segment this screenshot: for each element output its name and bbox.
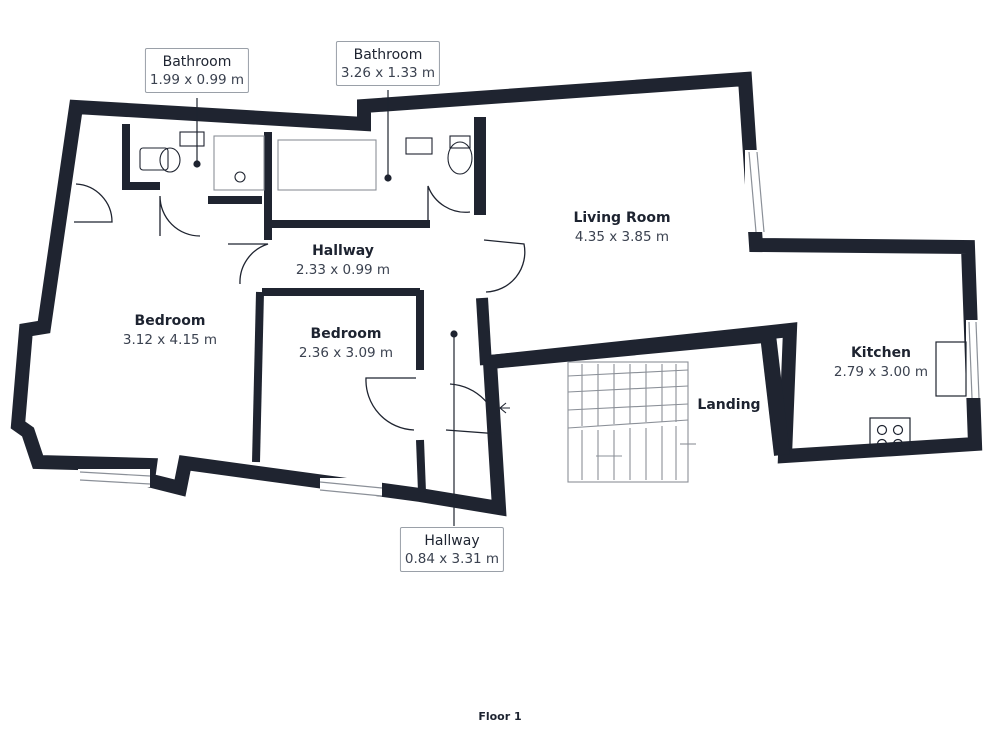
room-name: Landing (697, 397, 761, 413)
room-label-living-room: Living Room 4.35 x 3.85 m (573, 209, 670, 247)
room-dims: 1.99 x 0.99 m (149, 72, 245, 88)
room-label-bedroom-small: Bedroom 2.36 x 3.09 m (299, 325, 393, 363)
bathroom-fixtures (139, 131, 473, 191)
room-name: Kitchen (850, 345, 912, 361)
callout-hallway-lower: Hallway 0.84 x 3.31 m (399, 527, 505, 572)
outer-walls (10, 71, 983, 517)
room-dims: 4.35 x 3.85 m (574, 229, 670, 245)
kitchen-fixtures (869, 341, 967, 455)
room-dims: 2.79 x 3.00 m (833, 364, 929, 380)
room-dims: 3.26 x 1.33 m (340, 65, 436, 81)
callout-bathroom-small: Bathroom 1.99 x 0.99 m (144, 48, 250, 93)
room-name: Hallway (424, 533, 480, 549)
room-dims: 2.33 x 0.99 m (295, 262, 391, 278)
inner-walls (122, 117, 790, 493)
room-name: Bathroom (353, 47, 423, 63)
callout-leaders (193, 90, 458, 526)
windows (78, 150, 982, 497)
callout-bathroom-main: Bathroom 3.26 x 1.33 m (335, 41, 441, 86)
room-label-landing: Landing (697, 396, 760, 414)
room-dims: 0.84 x 3.31 m (404, 551, 500, 567)
room-label-hallway-upper: Hallway 2.33 x 0.99 m (296, 242, 390, 280)
room-dims: 2.36 x 3.09 m (298, 345, 394, 361)
floor-label: Floor 1 (478, 710, 522, 723)
room-name: Bedroom (310, 326, 382, 342)
doors (74, 183, 526, 435)
staircase (499, 361, 696, 483)
room-dims: 3.12 x 4.15 m (122, 332, 218, 348)
room-label-kitchen: Kitchen 2.79 x 3.00 m (834, 344, 928, 382)
room-name: Hallway (312, 243, 374, 259)
room-name: Bathroom (162, 54, 232, 70)
room-name: Bedroom (134, 313, 206, 329)
room-name: Living Room (573, 210, 671, 226)
room-label-bedroom-large: Bedroom 3.12 x 4.15 m (123, 312, 217, 350)
